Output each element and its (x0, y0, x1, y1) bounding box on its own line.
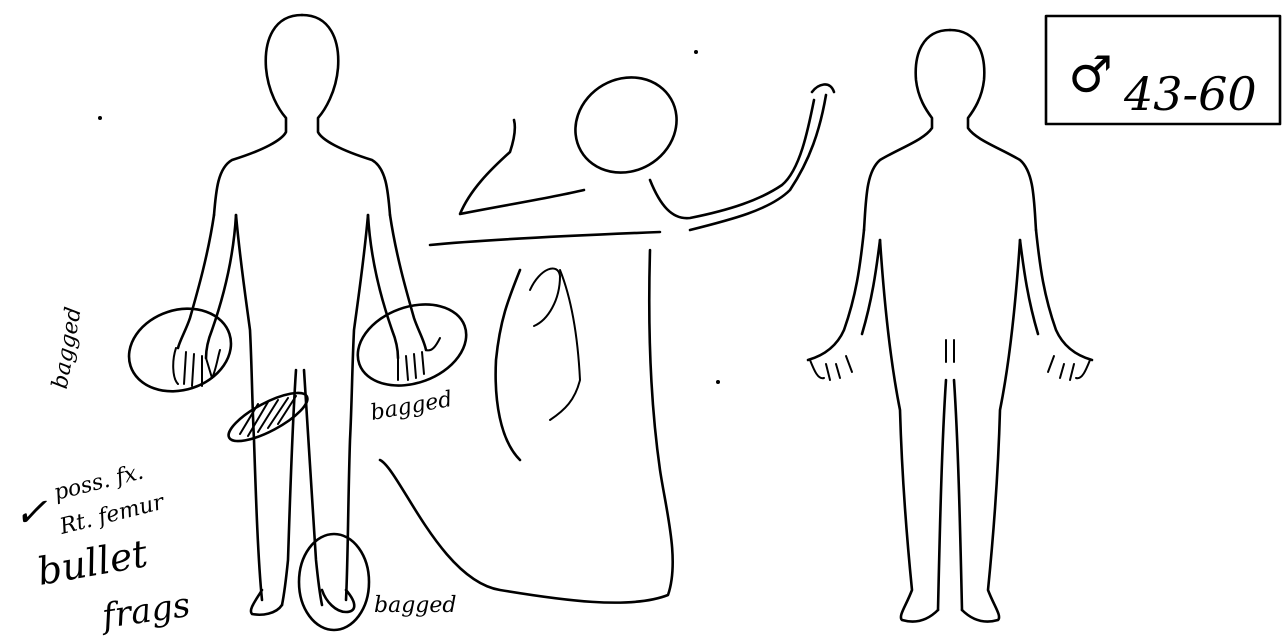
stray-mark (716, 380, 720, 384)
side-left-arm (460, 120, 584, 214)
front-right-foot (251, 590, 282, 615)
bagged-left-hand-label: bagged (369, 387, 455, 426)
side-raised-arm (650, 84, 834, 230)
side-torso (380, 232, 673, 603)
frags-note: frags (97, 585, 193, 637)
front-left-hand (398, 338, 440, 380)
male-symbol: ♂ (1068, 46, 1113, 104)
femur-fracture-mark (223, 384, 314, 450)
front-head (302, 15, 390, 215)
back-right-arm (808, 230, 880, 360)
stray-mark (694, 50, 698, 54)
front-left-arm (368, 215, 426, 358)
bagged-foot-label: bagged (374, 593, 456, 618)
back-head (950, 30, 1036, 230)
front-left-foot (322, 590, 354, 612)
stray-mark (98, 116, 102, 120)
bagged-foot-circle (299, 534, 369, 630)
side-body-sketch (380, 59, 834, 602)
back-left-arm (1020, 230, 1092, 360)
check-mark: ✓ (14, 490, 48, 536)
back-body-outline (808, 30, 1092, 622)
age-range: 43-60 (1123, 67, 1257, 121)
bullet-note: bullet (34, 531, 152, 594)
front-right-hand (173, 348, 220, 386)
front-right-arm (178, 215, 236, 358)
back-left-hand (1048, 356, 1090, 380)
bagged-right-hand-label: bagged (48, 305, 87, 391)
back-right-hand (810, 356, 852, 380)
side-head (558, 59, 694, 191)
bagged-left-hand-circle (346, 290, 477, 400)
bagged-right-hand-circle (118, 296, 242, 404)
